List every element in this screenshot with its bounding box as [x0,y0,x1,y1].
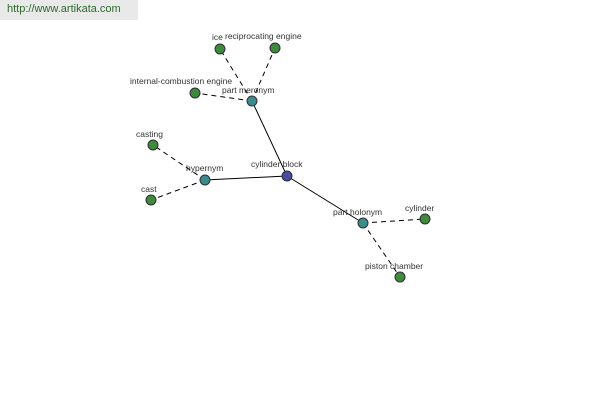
node-piston-chamber[interactable] [394,271,406,283]
label-ice[interactable]: ice [212,32,223,42]
edge-part-meronym-ice [219,48,253,102]
edge-part-meronym-reciprocating-engine [251,47,276,102]
node-part-holonym[interactable] [357,217,369,229]
nodes [145,42,431,283]
label-casting[interactable]: casting [136,129,163,139]
edge-part-meronym-internal-combustion-engine [194,92,253,102]
node-internal-combustion-engine[interactable] [189,87,201,99]
label-hypernym[interactable]: hypernym [186,163,223,173]
node-ice[interactable] [214,43,226,55]
edge-part-holonym-cylinder [362,218,426,224]
edge-hypernym-casting [152,144,206,181]
edge-hypernym-cast [150,179,206,201]
site-url-link[interactable]: http://www.artikata.com [7,3,121,15]
label-reciprocating-engine[interactable]: reciprocating engine [225,31,302,41]
label-piston-chamber[interactable]: piston chamber [365,261,423,271]
node-casting[interactable] [147,139,159,151]
node-hypernym[interactable] [199,174,211,186]
edge-part-holonym-piston-chamber [362,222,401,278]
edge-cylinder-block-part-holonym [286,175,364,224]
label-cylinder-block[interactable]: cylinder block [251,159,303,169]
label-part-holonym[interactable]: part holonym [333,207,382,217]
node-part-meronym[interactable] [246,95,258,107]
node-cylinder[interactable] [419,213,431,225]
label-cylinder[interactable]: cylinder [405,203,434,213]
node-cylinder-block[interactable] [281,170,293,182]
url-banner: http://www.artikata.com [0,0,138,20]
node-cast[interactable] [145,194,157,206]
label-internal-combustion-engine[interactable]: internal-combustion engine [130,76,232,86]
label-cast[interactable]: cast [141,184,157,194]
label-part-meronym[interactable]: part meronym [222,85,274,95]
edge-cylinder-block-hypernym [204,175,288,181]
edges [150,47,426,278]
edge-cylinder-block-part-meronym [251,100,288,177]
node-reciprocating-engine[interactable] [269,42,281,54]
labels: cylinder block part meronym hypernym part h… [130,31,434,271]
